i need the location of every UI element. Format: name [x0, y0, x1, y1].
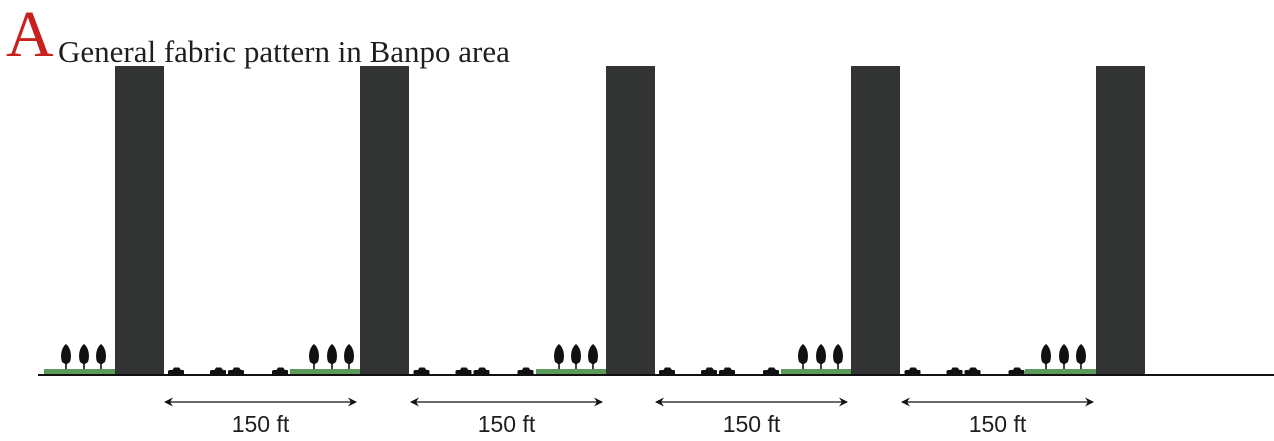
tree-icon: [571, 344, 581, 369]
green-strip: [781, 369, 851, 375]
title-text: General fabric pattern in Banpo area: [58, 34, 510, 69]
dimension-arrow-icon: [164, 397, 357, 407]
car-icon: [455, 367, 472, 374]
car-icon: [1008, 367, 1025, 374]
green-strip: [290, 369, 360, 375]
dimension-arrow-icon: [655, 397, 848, 407]
green-strip: [1025, 369, 1096, 375]
car-icon: [946, 367, 963, 374]
tree-icon: [344, 344, 354, 369]
spacing-label: 150 ft: [723, 411, 781, 437]
tree-icon: [816, 344, 826, 369]
dimension-arrow-icon: [410, 397, 603, 407]
tree-icon: [79, 344, 89, 369]
green-strip: [536, 369, 606, 375]
building-3: [606, 66, 655, 375]
tree-icon: [309, 344, 319, 369]
car-icon: [473, 367, 490, 374]
car-icon: [763, 367, 779, 374]
building-5: [1096, 66, 1145, 375]
car-icon: [719, 367, 735, 374]
car-icon: [659, 367, 675, 374]
tree-icon: [1076, 344, 1086, 369]
title-letter: A: [6, 0, 54, 71]
car-icon: [210, 367, 226, 374]
green-strip: [44, 369, 115, 375]
tree-icon: [588, 344, 598, 369]
building-1: [115, 66, 164, 375]
building-4: [851, 66, 900, 375]
car-icon: [517, 367, 534, 374]
tree-icon: [798, 344, 808, 369]
car-icon: [964, 367, 981, 374]
tree-icon: [327, 344, 337, 369]
car-icon: [228, 367, 244, 374]
tree-icon: [833, 344, 843, 369]
car-icon: [413, 367, 430, 374]
spacing-label: 150 ft: [969, 411, 1027, 437]
tree-icon: [61, 344, 71, 369]
spacing-label: 150 ft: [478, 411, 536, 437]
tree-icon: [1041, 344, 1051, 369]
tree-icon: [554, 344, 564, 369]
dimension-arrow-icon: [901, 397, 1094, 407]
tree-icon: [96, 344, 106, 369]
building-2: [360, 66, 409, 375]
spacing-label: 150 ft: [232, 411, 290, 437]
tree-icon: [1059, 344, 1069, 369]
car-icon: [701, 367, 717, 374]
car-icon: [272, 367, 288, 374]
car-icon: [168, 367, 184, 374]
car-icon: [904, 367, 921, 374]
